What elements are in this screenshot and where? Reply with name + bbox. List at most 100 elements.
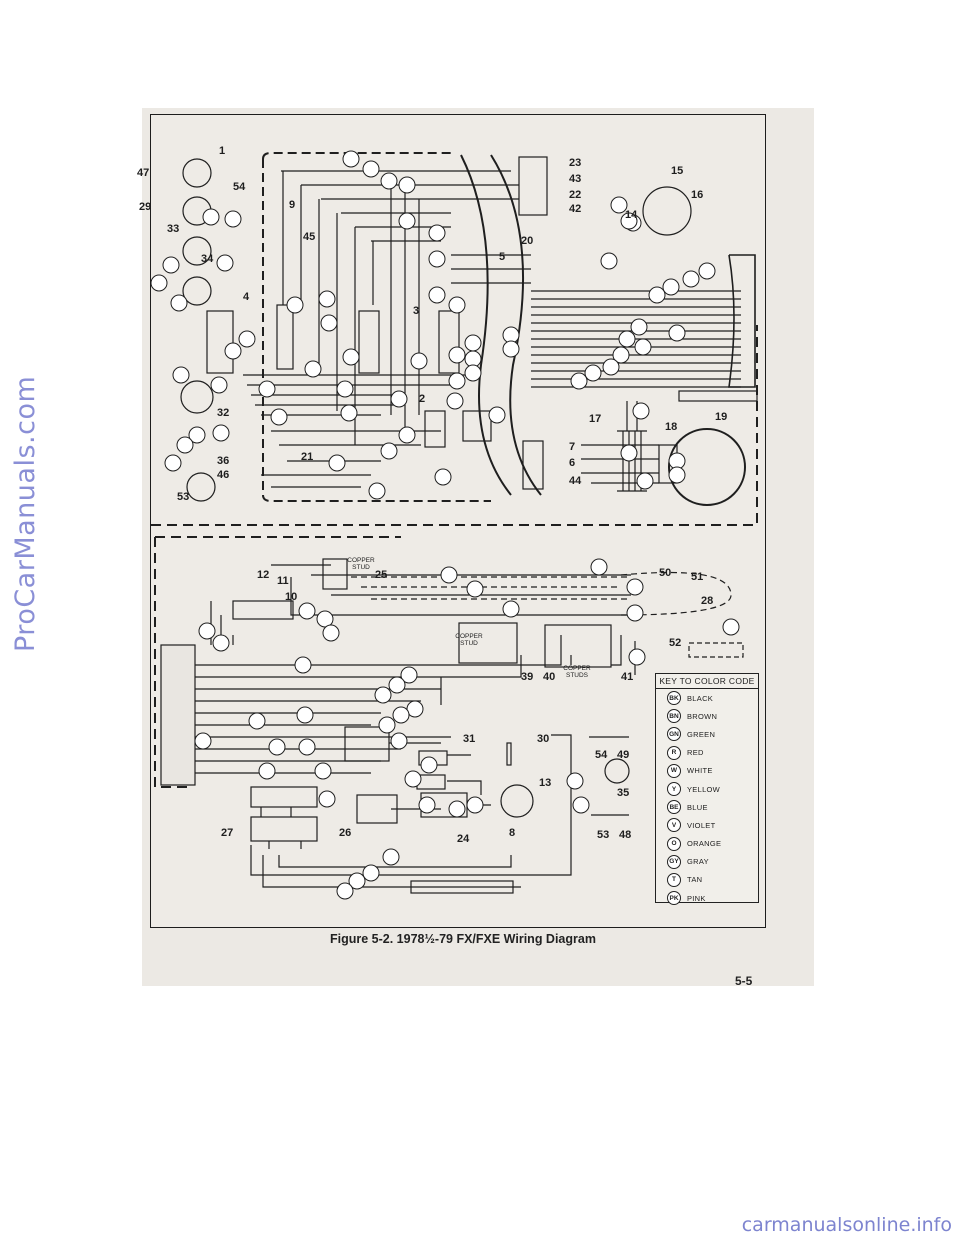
- key-row: GN GREEN: [656, 725, 758, 743]
- callout-39: 39: [521, 671, 534, 683]
- callout-51: 51: [691, 571, 704, 583]
- callout-13: 13: [539, 777, 552, 789]
- color-name: TAN: [687, 875, 703, 885]
- callout-12: 12: [257, 569, 270, 581]
- callout-18: 18: [665, 421, 678, 433]
- callout-29: 29: [139, 201, 152, 213]
- callout-6: 6: [569, 457, 576, 469]
- color-name: YELLOW: [687, 784, 721, 794]
- wiring-lines: [151, 150, 758, 900]
- key-title: KEY TO COLOR CODE: [656, 674, 758, 689]
- callout-26: 26: [339, 827, 352, 839]
- color-badge: W: [667, 763, 681, 778]
- callout-54b: 54: [595, 749, 608, 761]
- callout-33: 33: [167, 223, 180, 235]
- callout-47: 47: [137, 167, 150, 179]
- callout-21: 21: [301, 451, 314, 463]
- color-name: BLUE: [687, 802, 708, 812]
- callout-16: 16: [691, 189, 704, 201]
- color-badge: BN: [667, 709, 681, 724]
- callout-46: 46: [217, 469, 230, 481]
- copper-stud-label-2: COPPER STUD: [455, 633, 483, 647]
- key-row: R RED: [656, 744, 758, 762]
- callout-7: 7: [569, 441, 576, 453]
- callout-42: 42: [569, 203, 582, 215]
- key-row: BK BLACK: [656, 689, 758, 707]
- callout-24: 24: [457, 833, 470, 845]
- callout-34: 34: [201, 253, 214, 265]
- callout-41: 41: [621, 671, 634, 683]
- callout-23: 23: [569, 157, 582, 169]
- color-name: WHITE: [687, 766, 713, 776]
- callout-36: 36: [217, 455, 230, 467]
- key-row: T TAN: [656, 871, 758, 889]
- color-name: BLACK: [687, 693, 714, 703]
- callout-11: 11: [277, 575, 289, 587]
- callout-10: 10: [285, 591, 298, 603]
- callout-35: 35: [617, 787, 630, 799]
- color-badge: Y: [667, 782, 681, 797]
- key-row: V VIOLET: [656, 816, 758, 834]
- key-row: BE BLUE: [656, 798, 758, 816]
- key-row: Y YELLOW: [656, 780, 758, 798]
- page-number: 5-5: [735, 974, 753, 988]
- color-code-key: KEY TO COLOR CODE BK BLACK BN BROWN GN GREE…: [655, 673, 759, 906]
- callout-9: 9: [289, 199, 296, 211]
- callout-28: 28: [701, 595, 714, 607]
- key-row: PK PINK: [656, 889, 758, 907]
- callout-22: 22: [569, 189, 582, 201]
- key-row: BN BROWN: [656, 707, 758, 725]
- callout-31: 31: [463, 733, 476, 745]
- callout-49: 49: [617, 749, 630, 761]
- bottom-watermark: carmanualsonline.info: [741, 1214, 952, 1236]
- color-badge: GY: [667, 854, 681, 869]
- callout-54: 54: [233, 181, 246, 193]
- color-badge: BE: [667, 800, 681, 815]
- callout-3: 3: [413, 305, 420, 317]
- callout-52: 52: [669, 637, 682, 649]
- color-name: PINK: [687, 893, 706, 903]
- callout-25: 25: [375, 569, 388, 581]
- callout-45: 45: [303, 231, 316, 243]
- callout-27: 27: [221, 827, 234, 839]
- color-name: BROWN: [687, 711, 718, 721]
- figure-caption: Figure 5-2. 1978½-79 FX/FXE Wiring Diagr…: [330, 932, 596, 946]
- callout-19: 19: [715, 411, 728, 423]
- color-badge: GN: [667, 727, 681, 742]
- callout-48: 48: [619, 829, 632, 841]
- color-badge: T: [667, 872, 681, 887]
- callout-8: 8: [509, 827, 516, 839]
- wiring-diagram: 1 47 54 29 9 45 33 34 4 3 2 5 32 36 46 5…: [137, 114, 766, 928]
- color-badge: PK: [667, 891, 681, 906]
- color-badge: R: [667, 745, 681, 760]
- callout-4: 4: [243, 291, 250, 303]
- color-badge: O: [667, 836, 681, 851]
- key-row: O ORANGE: [656, 835, 758, 853]
- callout-2: 2: [419, 393, 426, 405]
- callout-17: 17: [589, 413, 602, 425]
- callout-53: 53: [177, 491, 190, 503]
- side-watermark: ProCarManuals.com: [10, 375, 41, 652]
- callout-32: 32: [217, 407, 230, 419]
- callout-44: 44: [569, 475, 582, 487]
- callout-1: 1: [219, 145, 226, 157]
- callout-15: 15: [671, 165, 684, 177]
- callout-20: 20: [521, 235, 534, 247]
- callout-40: 40: [543, 671, 556, 683]
- color-name: ORANGE: [687, 839, 722, 849]
- color-name: VIOLET: [687, 820, 716, 830]
- callout-14: 14: [625, 209, 638, 221]
- color-name: RED: [687, 748, 704, 758]
- key-row: W WHITE: [656, 762, 758, 780]
- callout-53b: 53: [597, 829, 610, 841]
- key-row: GY GRAY: [656, 853, 758, 871]
- copper-stud-label-1: COPPER STUD: [347, 557, 375, 571]
- callout-50: 50: [659, 567, 672, 579]
- color-name: GREEN: [687, 729, 716, 739]
- color-badge: V: [667, 818, 681, 833]
- copper-studs-label: COPPER STUDS: [563, 665, 591, 679]
- callout-5: 5: [499, 251, 506, 263]
- color-badge: BK: [667, 691, 681, 706]
- callout-43: 43: [569, 173, 582, 185]
- color-name: GRAY: [687, 857, 709, 867]
